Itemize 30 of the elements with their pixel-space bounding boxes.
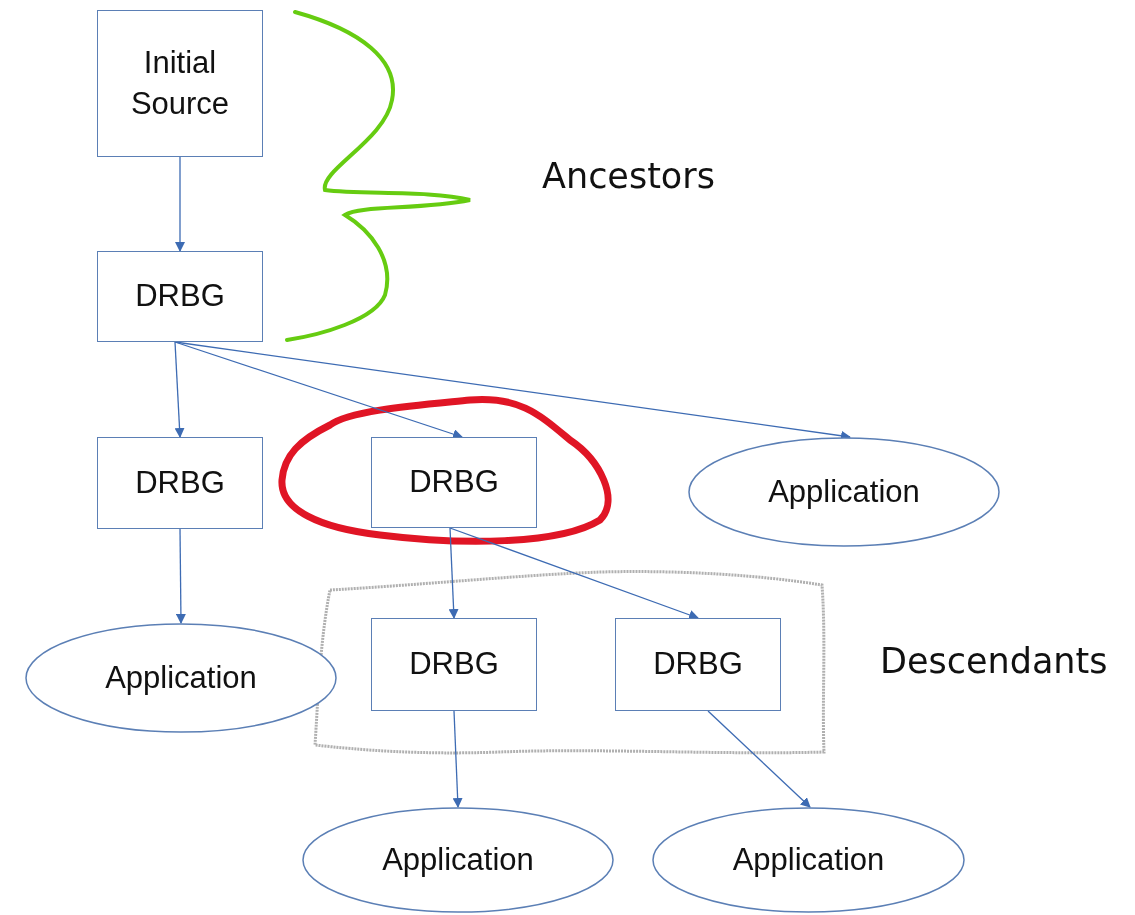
node-label: Application xyxy=(768,472,920,511)
node-label: Application xyxy=(105,658,257,697)
arrow xyxy=(174,341,463,439)
process-box xyxy=(97,437,263,529)
node-label: Initial Source xyxy=(129,44,231,123)
ellipse-node xyxy=(302,807,614,913)
arrow xyxy=(175,156,185,252)
arrow xyxy=(448,527,459,619)
arrow xyxy=(452,710,463,808)
node-label: DRBG xyxy=(409,645,499,684)
process-box xyxy=(371,618,537,711)
process-box xyxy=(97,10,263,157)
arrow xyxy=(449,527,699,620)
node-label: Application xyxy=(382,840,534,879)
node-label: DRBG xyxy=(409,463,499,502)
ellipse-node xyxy=(25,623,337,733)
process-box xyxy=(97,251,263,342)
ellipse-node xyxy=(688,437,1000,547)
annotation-label: Ancestors xyxy=(542,156,715,196)
arrow xyxy=(175,528,186,624)
process-box xyxy=(371,437,537,528)
arrow xyxy=(707,710,811,808)
node-label: DRBG xyxy=(135,277,225,316)
node-label: DRBG xyxy=(135,463,225,502)
annotation-label: Descendants xyxy=(880,641,1108,681)
node-label: Application xyxy=(732,840,885,879)
arrow xyxy=(174,341,185,438)
process-box xyxy=(615,618,781,711)
ellipse-node xyxy=(652,807,965,913)
node-label: DRBG xyxy=(653,645,743,684)
